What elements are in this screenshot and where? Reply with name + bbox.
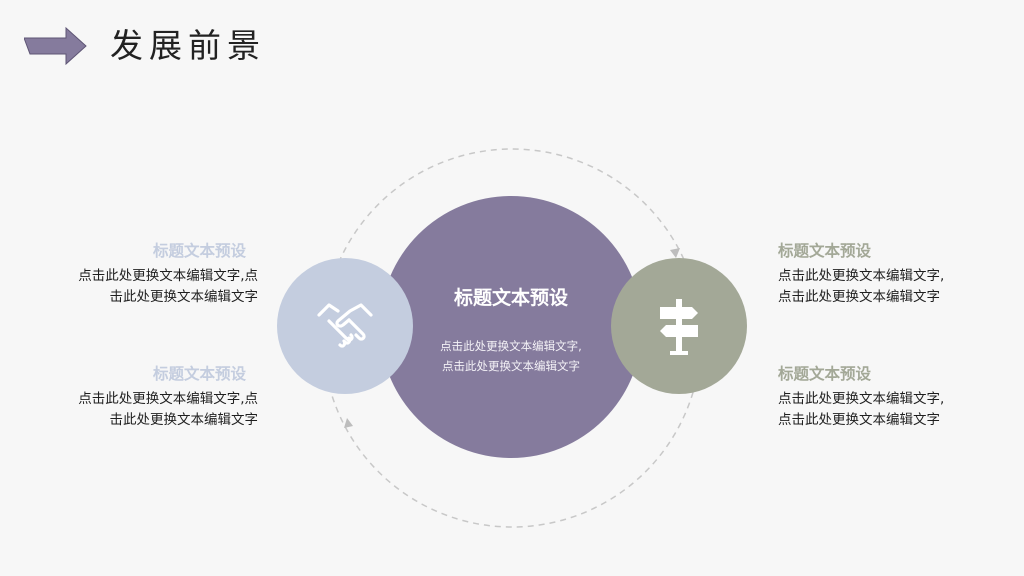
block-text: 点击此处更换文本编辑文字,点 击此处更换文本编辑文字	[38, 266, 258, 308]
block-text: 点击此处更换文本编辑文字,点 击此处更换文本编辑文字	[38, 389, 258, 431]
ring-arrowhead-right	[670, 248, 680, 258]
block-text-line: 点击此处更换文本编辑文字	[778, 289, 940, 305]
left-text-block: 标题文本预设 点击此处更换文本编辑文字,点 击此处更换文本编辑文字	[38, 240, 258, 308]
right-arrow-icon	[24, 26, 87, 66]
center-text-line: 点击此处更换文本编辑文字,	[440, 338, 582, 353]
block-text-line: 击此处更换文本编辑文字	[109, 289, 259, 305]
block-text-line: 点击此处更换文本编辑文字,点	[78, 268, 258, 284]
page-title: 发展前景	[110, 26, 266, 65]
ring-arrowhead-left	[344, 418, 353, 428]
right-text-block: 标题文本预设 点击此处更换文本编辑文字, 点击此处更换文本编辑文字	[778, 240, 998, 308]
block-text-line: 点击此处更换文本编辑文字,	[778, 391, 945, 407]
right-text-block: 标题文本预设 点击此处更换文本编辑文字, 点击此处更换文本编辑文字	[778, 363, 998, 431]
block-title: 标题文本预设	[152, 365, 246, 383]
block-text: 点击此处更换文本编辑文字, 点击此处更换文本编辑文字	[778, 266, 998, 308]
left-text-block: 标题文本预设 点击此处更换文本编辑文字,点 击此处更换文本编辑文字	[38, 363, 258, 431]
block-text-line: 点击此处更换文本编辑文字	[778, 412, 940, 428]
block-title: 标题文本预设	[778, 242, 872, 260]
header: 发展前景	[24, 26, 266, 66]
center-circle: 标题文本预设 点击此处更换文本编辑文字, 点击此处更换文本编辑文字	[380, 196, 642, 458]
block-title: 标题文本预设	[152, 242, 246, 260]
center-text-line: 点击此处更换文本编辑文字	[442, 358, 580, 373]
block-text-line: 点击此处更换文本编辑文字,	[778, 268, 945, 284]
center-title: 标题文本预设	[453, 286, 568, 309]
handshake-icon	[317, 303, 373, 348]
center-text: 点击此处更换文本编辑文字, 点击此处更换文本编辑文字	[440, 336, 582, 376]
block-text-line: 击此处更换文本编辑文字	[109, 412, 259, 428]
block-text: 点击此处更换文本编辑文字, 点击此处更换文本编辑文字	[778, 389, 998, 431]
right-circle	[611, 258, 747, 394]
left-circle	[277, 258, 413, 394]
block-text-line: 点击此处更换文本编辑文字,点	[78, 391, 258, 407]
block-title: 标题文本预设	[778, 365, 872, 383]
signpost-icon	[660, 299, 698, 355]
